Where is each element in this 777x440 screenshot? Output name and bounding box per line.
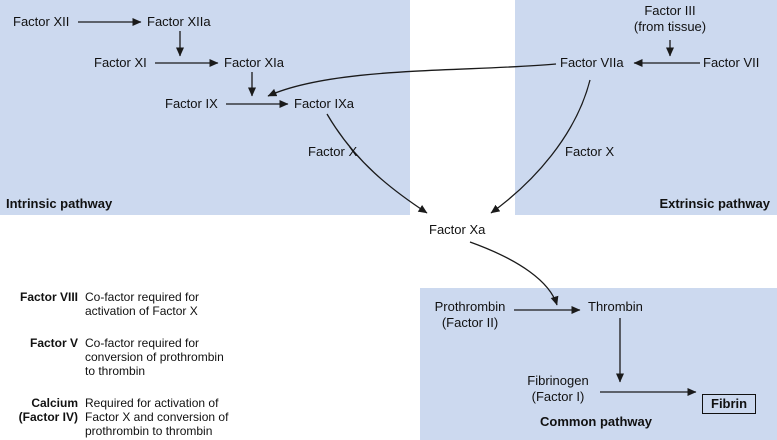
legend-term-factor-viii: Factor VIII [19,290,78,304]
arrow-factor-ixa-to-xa [326,113,428,214]
arrow-factor-viia-to-xa [490,79,591,214]
legend-term-factor-v: Factor V [29,336,78,350]
node-factor-vii: Factor VII [703,55,760,70]
node-factor-ix: Factor IX [165,96,218,111]
arrow-factor-xa-to-prothrombin-conversion [469,241,559,306]
node-factor-xii: Factor XII [13,14,70,29]
extrinsic-pathway-panel [515,0,777,215]
common-pathway-panel [420,288,777,440]
arrow-factor-viia-to-ixa [267,63,557,97]
legend-definition-calcium: Required for activation of Factor X and … [85,396,229,438]
node-factor-x-intrinsic: Factor X [308,144,358,159]
fibrin-box: Fibrin [702,394,757,414]
intrinsic-pathway-panel [0,0,410,215]
legend-row-factor-v: Factor V Co-factor required for conversi… [10,336,300,380]
legend-definition-factor-viii: Co-factor required for activation of Fac… [85,290,200,318]
node-factor-viia: Factor VIIa [560,55,624,70]
legend-definition-factor-v: Co-factor required for conversion of pro… [85,336,224,378]
legend-term-calcium: Calcium (Factor IV) [18,396,78,424]
node-factor-xiia: Factor XIIa [147,14,211,29]
label-common-pathway: Common pathway [540,414,652,429]
node-factor-xia: Factor XIa [224,55,284,70]
node-fibrin: Fibrin [702,380,757,414]
legend-row-factor-viii: Factor VIII Co-factor required for activ… [10,290,300,320]
legend-row-calcium: Calcium (Factor IV) Required for activat… [10,396,300,440]
node-fibrinogen: Fibrinogen (Factor I) [527,373,589,404]
label-intrinsic-pathway: Intrinsic pathway [6,196,113,211]
node-factor-xi: Factor XI [94,55,147,70]
node-factor-ixa: Factor IXa [294,96,354,111]
node-prothrombin: Prothrombin (Factor II) [434,299,506,330]
node-factor-xa: Factor Xa [429,222,486,237]
node-thrombin: Thrombin [588,299,643,314]
node-factor-x-extrinsic: Factor X [565,144,615,159]
label-extrinsic-pathway: Extrinsic pathway [659,196,770,211]
node-factor-iii: Factor III (from tissue) [633,3,707,34]
